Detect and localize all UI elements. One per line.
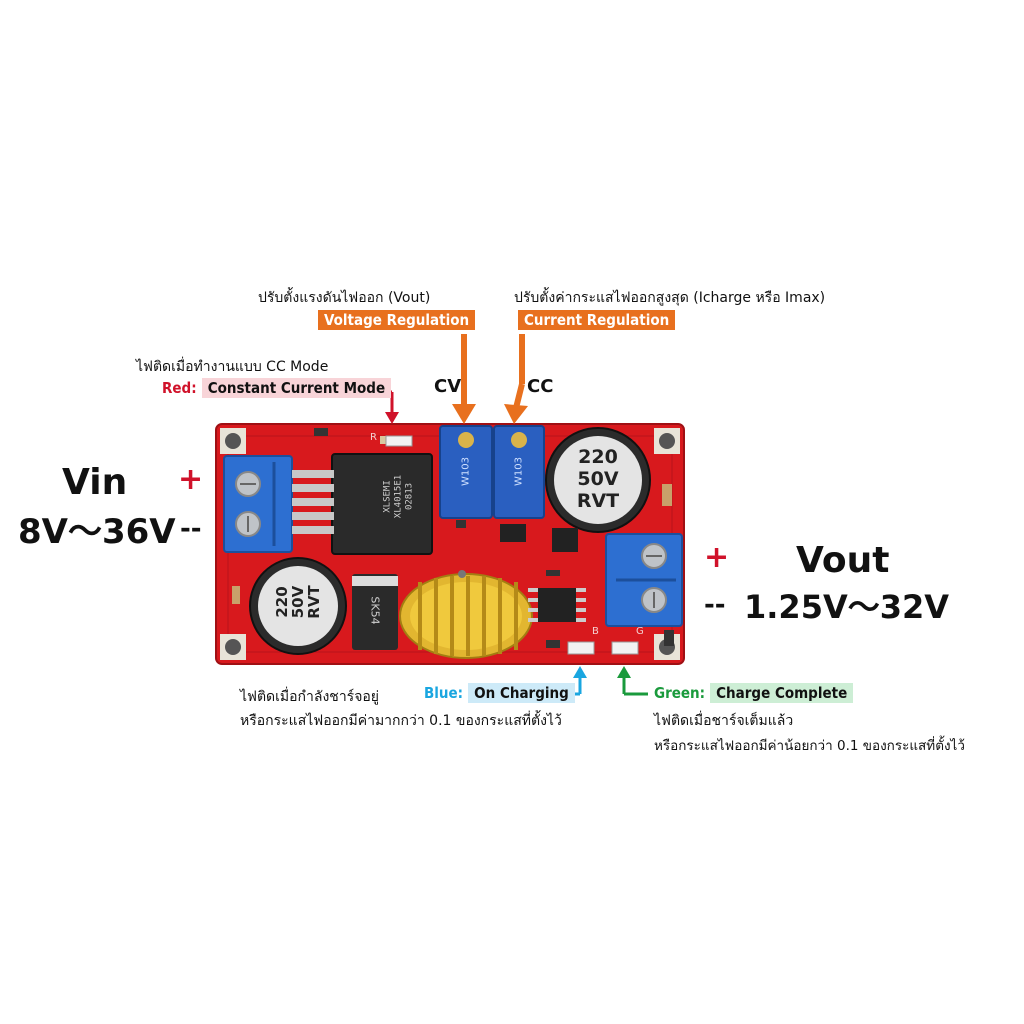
pot2-marking: W103 <box>513 457 525 486</box>
r-silkscreen: R <box>370 432 377 443</box>
red-prefix: Red: <box>162 379 197 397</box>
diode-marking: SK54 <box>368 596 382 625</box>
schottky-diode <box>352 574 398 650</box>
input-cap-marking: 220 50V RVT <box>273 572 323 632</box>
vout-minus: -- <box>704 590 726 620</box>
output-capacitor <box>545 427 651 533</box>
current-potentiometer <box>493 425 545 519</box>
ic-line-1: XLSEMI <box>382 480 393 513</box>
current-regulation-tag: Current Regulation <box>518 310 676 330</box>
green-led-label: Green: Charge Complete <box>654 683 854 703</box>
voltage-arrow <box>452 334 476 424</box>
sot-transistor <box>500 524 526 542</box>
vin-minus: -- <box>180 514 202 544</box>
blue-led <box>567 641 595 655</box>
green-prefix: Green: <box>654 684 706 702</box>
current-adjust-caption: ปรับตั้งค่ากระแสไฟออกสูงสุด (Icharge หรื… <box>514 290 826 306</box>
input-capacitor <box>249 557 347 655</box>
blue-prefix: Blue: <box>424 684 464 702</box>
ic-line-3: 02813 <box>404 482 415 511</box>
input-cap-line-3: RVT <box>305 585 323 619</box>
current-arrow <box>504 334 528 424</box>
cc-label: CC <box>527 376 554 397</box>
cc-mode-caption: ไฟติดเมื่อทำงานแบบ CC Mode <box>136 359 329 375</box>
complete-caption-1: ไฟติดเมื่อชาร์จเต็มแล้ว <box>654 713 794 729</box>
vout-range: 1.25V～32V <box>744 588 950 626</box>
blue-text: On Charging <box>468 683 575 703</box>
output-cap-line-1: 220 <box>578 446 618 468</box>
red-led <box>385 435 413 447</box>
mounting-holes <box>220 428 680 660</box>
voltage-potentiometer <box>439 425 493 519</box>
pot1-marking: W103 <box>460 457 472 486</box>
output-cap-marking: 220 50V RVT <box>568 446 628 512</box>
ic-marking: XLSEMI XL4015E1 02813 <box>383 452 416 542</box>
sot-transistor-2 <box>552 528 578 552</box>
g-silkscreen: G <box>636 626 644 637</box>
inductor <box>399 573 533 659</box>
output-terminal <box>605 533 683 627</box>
vout-title: Vout <box>796 540 890 581</box>
red-mode-text: Constant Current Mode <box>201 378 392 398</box>
xl4015-ic <box>292 453 433 555</box>
output-cap-line-2: 50V <box>577 468 619 490</box>
vout-plus: + <box>704 540 730 575</box>
charging-caption-1: ไฟติดเมื่อกำลังชาร์จอยู่ <box>240 689 380 705</box>
b-silkscreen: B <box>592 626 599 637</box>
input-cap-line-1: 220 <box>273 586 291 618</box>
charging-caption-2: หรือกระแสไฟออกมีค่ามากกว่า 0.1 ของกระแสท… <box>240 713 562 729</box>
cv-label: CV <box>434 376 462 397</box>
green-led <box>611 641 639 655</box>
voltage-regulation-tag: Voltage Regulation <box>318 310 476 330</box>
blue-led-label: Blue: On Charging <box>424 683 575 703</box>
input-cap-line-2: 50V <box>289 585 307 619</box>
input-terminal <box>223 455 293 553</box>
vout-adjust-caption: ปรับตั้งแรงดันไฟออก (Vout) <box>258 290 431 306</box>
vin-plus: + <box>178 462 204 497</box>
ic-line-2: XL4015E1 <box>393 474 404 519</box>
green-arrow <box>617 666 648 696</box>
green-text: Charge Complete <box>710 683 854 703</box>
red-led-label: Red: Constant Current Mode <box>162 378 392 398</box>
vin-title: Vin <box>62 462 128 503</box>
output-cap-line-3: RVT <box>576 490 620 512</box>
vin-range: 8V～36V <box>18 512 176 552</box>
op-amp-ic <box>538 588 576 622</box>
complete-caption-2: หรือกระแสไฟออกมีค่าน้อยกว่า 0.1 ของกระแส… <box>654 738 965 754</box>
